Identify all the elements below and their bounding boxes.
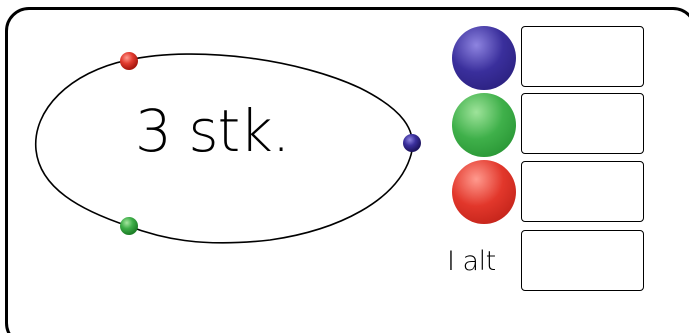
red-dot [120,52,138,70]
total-count-box[interactable] [521,230,644,291]
closed-loop-curve [35,53,414,244]
count-label: 3 stk. [135,97,290,165]
red-ball-icon [452,160,516,224]
blue-count-box[interactable] [521,26,644,87]
green-count-box[interactable] [521,93,644,154]
blue-ball-icon [452,26,516,90]
green-dot [120,217,138,235]
total-label: I alt [447,246,496,277]
red-count-box[interactable] [521,161,644,222]
blue-dot [403,134,421,152]
green-ball-icon [452,93,516,157]
